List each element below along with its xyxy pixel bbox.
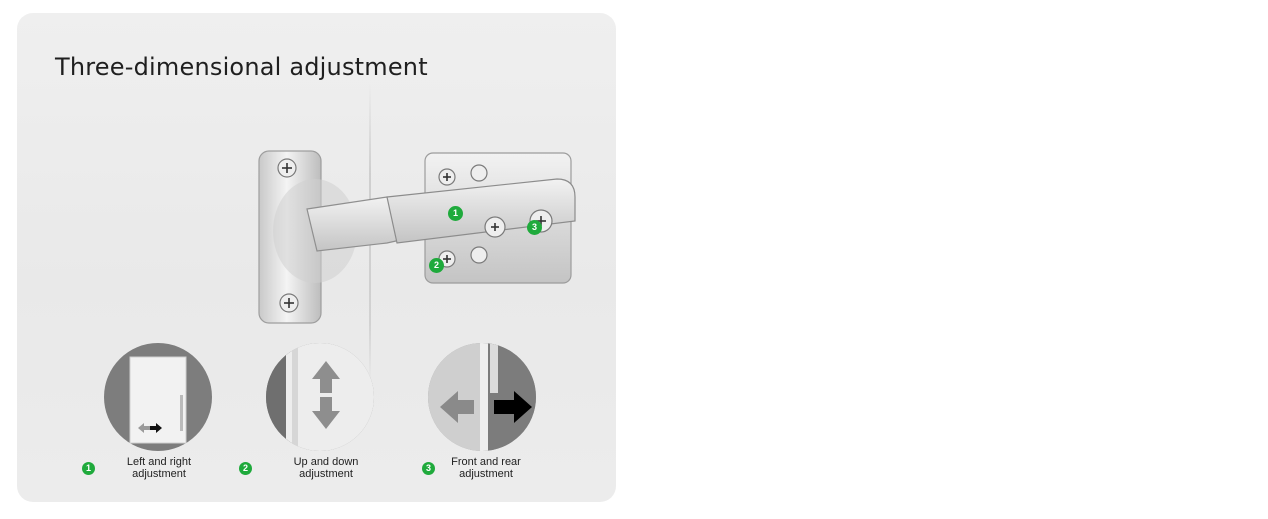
- step-2-line2: adjustment: [299, 468, 353, 480]
- step-left-right: 1 Left and right adjustment: [82, 343, 242, 502]
- step-1-caption: Left and right adjustment: [79, 456, 239, 480]
- left-right-arrows-icon: [129, 356, 187, 444]
- up-down-arrows-icon: [266, 343, 374, 451]
- step-2-caption: Up and down adjustment: [246, 456, 406, 480]
- up-down-thumbnail: [266, 343, 374, 451]
- step-3-line1: Front and rear: [451, 456, 521, 468]
- front-rear-thumbnail: [428, 343, 536, 451]
- step-1-number: 1: [82, 462, 95, 475]
- page-title: Three-dimensional adjustment: [55, 53, 428, 81]
- left-right-thumbnail: [104, 343, 212, 451]
- step-2-number: 2: [239, 462, 252, 475]
- hinge-illustration: [258, 150, 576, 324]
- step-3-number: 3: [422, 462, 435, 475]
- step-1-line1: Left and right: [126, 456, 192, 468]
- front-rear-arrows-icon: [428, 343, 536, 451]
- step-up-down: 2 Up and down adjustment: [239, 343, 406, 502]
- step-3-caption: Front and rear adjustment: [406, 456, 566, 480]
- step-3-line2: adjustment: [459, 468, 513, 480]
- callout-3-badge: 3: [527, 220, 542, 235]
- callout-1-badge: 1: [448, 206, 463, 221]
- step-front-rear: 3 Front and rear adjustment: [406, 343, 566, 502]
- feature-card: Three-dimensional adjustment: [17, 13, 616, 502]
- step-2-line1: Up and down: [293, 456, 359, 468]
- callout-2-badge: 2: [429, 258, 444, 273]
- step-1-line2: adjustment: [132, 468, 186, 480]
